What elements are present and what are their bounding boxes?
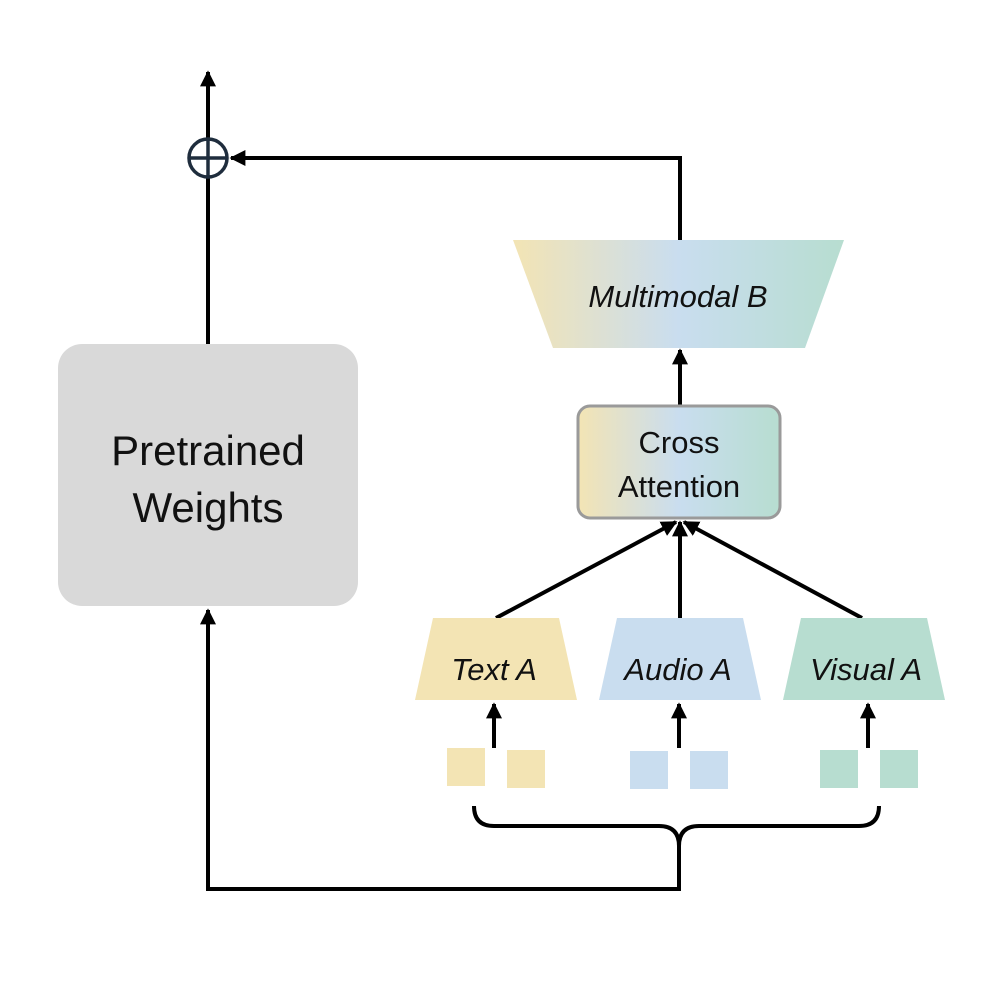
- pretrained-weights-line1: Pretrained: [111, 427, 305, 474]
- input-to-pretrained-arrow: [200, 608, 681, 891]
- visual-to-cross-arrow: [682, 520, 863, 620]
- circle-plus-icon: [187, 137, 229, 179]
- audio-token: [690, 751, 728, 789]
- visual-a-label: Visual A: [810, 652, 922, 687]
- cross-attention-line2: Attention: [618, 469, 740, 504]
- cross-attention-line1: Cross: [639, 425, 720, 460]
- pretrained-weights-line2: Weights: [133, 484, 284, 531]
- text-token: [447, 748, 485, 786]
- curly-brace-icon: [472, 805, 881, 847]
- text-token: [507, 750, 545, 788]
- text-to-cross-arrow: [495, 520, 678, 620]
- text-a-block: [415, 618, 577, 700]
- visual-a-block: [783, 618, 945, 700]
- text-a-label: Text A: [451, 652, 537, 687]
- multimodal-b-label: Multimodal B: [588, 279, 767, 314]
- visual-token: [820, 750, 858, 788]
- audio-token: [630, 751, 668, 789]
- visual-token: [880, 750, 918, 788]
- cross-attention-box: [576, 404, 782, 520]
- audio-a-block: [599, 618, 761, 700]
- audio-a-label: Audio A: [622, 652, 731, 687]
- pretrained-weights-box: [58, 344, 358, 606]
- multimodal-b-block: [513, 240, 844, 348]
- adapter-output-arrow: [229, 150, 682, 240]
